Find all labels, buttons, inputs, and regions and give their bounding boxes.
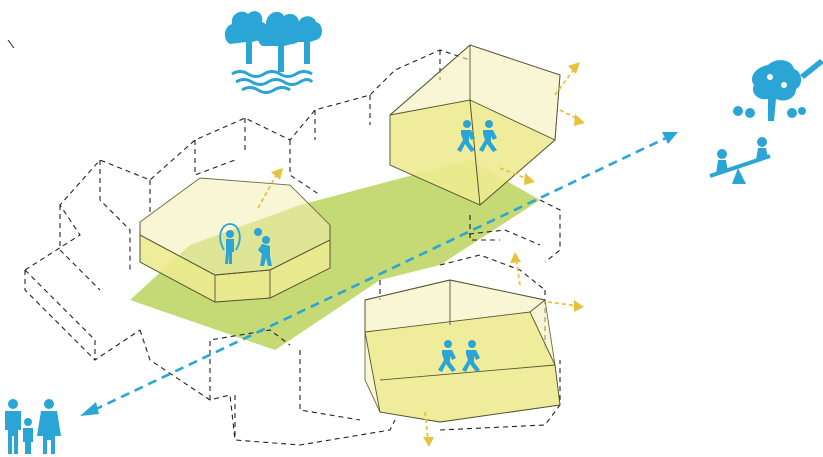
seesaw-playground-icon (709, 137, 771, 184)
pedestrian-axis-arrow (80, 132, 678, 416)
trees-by-water-icon (224, 11, 322, 94)
ball-play-child-icon (254, 228, 272, 266)
running-children-icon-lower (438, 340, 480, 372)
volume-top-right (389, 44, 561, 206)
fruit-tree-icon (733, 59, 823, 121)
courtyard-ground (130, 160, 540, 350)
yellow-arrows (257, 62, 585, 447)
jump-rope-child-icon (219, 223, 241, 264)
volume-bottom-right (364, 279, 561, 423)
running-children-icon (457, 120, 497, 152)
volume-left (139, 177, 331, 303)
family-icon (5, 399, 61, 454)
outline-fragment (7, 39, 15, 49)
